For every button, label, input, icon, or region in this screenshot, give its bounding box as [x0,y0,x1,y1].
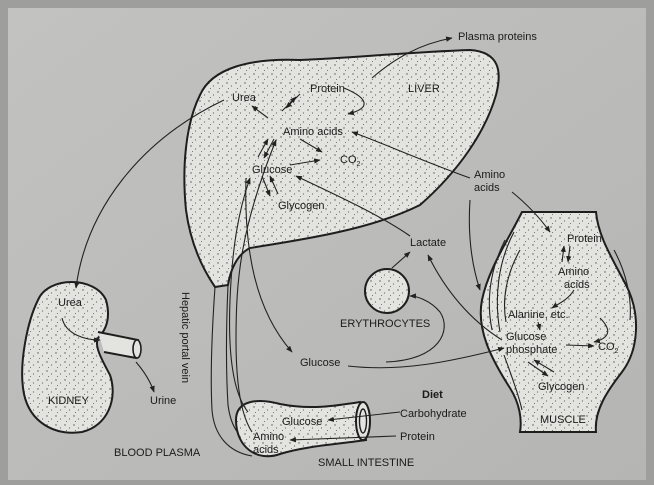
small-intestine-label: SMALL INTESTINE [318,457,414,469]
amino-acids-liver-label: Amino acids [283,126,343,138]
amino-muscle-label-2: acids [564,279,590,291]
protein-diet-label: Protein [400,431,435,443]
glucose-liver-label: Glucose [252,164,292,176]
carbohydrate-label: Carbohydrate [400,408,467,420]
plasma-proteins-label: Plasma proteins [458,31,537,43]
glycogen-muscle-label: Glycogen [538,381,584,393]
urea-kidney-label: Urea [58,297,83,309]
blood-plasma-label: BLOOD PLASMA [114,447,201,459]
intestine-opening [356,402,370,440]
ureter-opening [133,340,141,358]
urine-label: Urine [150,395,176,407]
muscle-label: MUSCLE [540,414,586,426]
amino-intestine-label-2: acids [253,444,279,456]
protein-muscle-label: Protein [567,233,602,245]
kidney-label: KIDNEY [48,395,90,407]
glucose-phosphate-label-1: Glucose [506,331,546,343]
lactate-label: Lactate [410,237,446,249]
amino-muscle-label-1: Amino [558,266,589,278]
erythrocytes-label: ERYTHROCYTES [340,318,430,330]
glycogen-liver-label: Glycogen [278,200,324,212]
liver-label: LIVER [408,83,440,95]
amino-acids-mid-label-1: Amino [474,169,505,181]
diet-label: Diet [422,389,443,401]
hepatic-portal-vein-label: Hepatic portal vein [179,292,191,383]
glucose-intestine-label: Glucose [282,416,322,428]
glucose-phosphate-label-2: phosphate [506,344,557,356]
alanine-label: Alanine, etc. [508,309,569,321]
protein-liver-label: Protein [310,83,345,95]
erythrocyte-cell [365,269,409,313]
amino-intestine-label-1: Amino [253,431,284,443]
urea-liver-label: Urea [232,92,257,104]
glucose-plasma-label: Glucose [300,357,340,369]
amino-acids-mid-label-2: acids [474,182,500,194]
